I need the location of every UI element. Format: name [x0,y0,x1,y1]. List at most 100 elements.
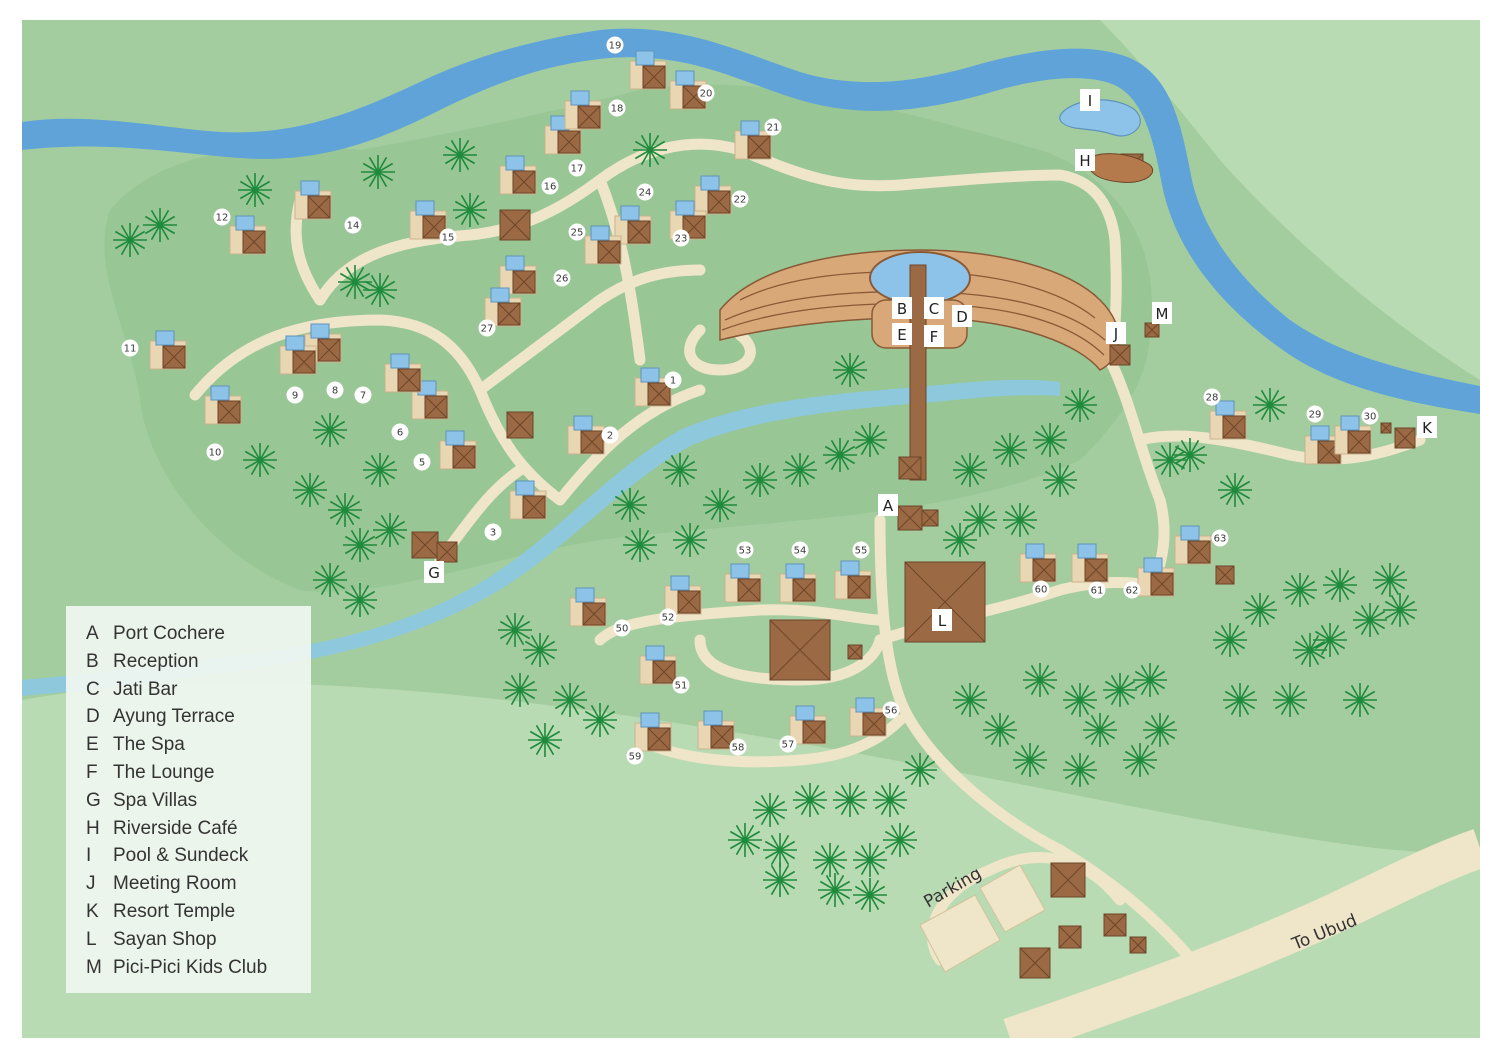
tree-icon [453,193,487,227]
villa-roof [1032,558,1056,582]
tree-icon [523,633,557,667]
villa-number-badge: 57 [779,735,797,753]
villa-roof [307,195,331,219]
villa-pool [515,480,535,496]
villa-roof [522,495,546,519]
villa-pool [210,385,230,401]
pool-sundeck-pool [1059,99,1141,137]
villa-number-badge: 60 [1032,580,1050,598]
villa-roof [1347,430,1371,454]
tree-icon [613,488,647,522]
facility-roof [411,531,439,559]
tree-icon [1143,713,1177,747]
villa-roof [292,350,316,374]
villa-roof [792,578,816,602]
tree-icon [1063,388,1097,422]
villa-roof [317,338,341,362]
tree-icon [1373,563,1407,597]
tree-icon [343,583,377,617]
tree-icon [833,783,867,817]
villa-number-badge: 62 [1123,581,1141,599]
tree-icon [343,528,377,562]
facility-roof [921,509,939,527]
tree-icon [1123,743,1157,777]
villa-roof [497,302,521,326]
villa-number: 30 [1364,412,1377,423]
tree-icon [1063,753,1097,787]
villa-number-badge: 9 [286,386,304,404]
villa-pool [1077,543,1097,559]
facility-roof [769,619,831,681]
tree-icon [293,473,327,507]
facility-roof [1144,322,1160,338]
villa-roof [802,720,826,744]
villa-number-badge: 18 [608,99,626,117]
facility-roof [1058,925,1082,949]
villa-pool [310,323,330,339]
villa-roof [217,400,241,424]
parking-lot [979,864,1046,933]
tree-icon [818,873,852,907]
villa-number: 24 [639,188,652,199]
villa-pool [840,560,860,576]
facility-marker: G [424,561,444,583]
facility-marker-letter: C [929,300,939,318]
tree-icon [1273,683,1307,717]
villa-pool [1143,557,1163,573]
villa-roof [162,345,186,369]
villa-pool [703,710,723,726]
tree-icon [623,528,657,562]
tree-layer [113,133,1417,912]
facility-marker-letter: H [1079,152,1090,170]
tree-icon [361,155,395,189]
tree-icon [1313,623,1347,657]
tree-icon [813,843,847,877]
villa-number: 12 [216,213,229,224]
tree-icon [1253,388,1287,422]
villa-roof [862,712,886,736]
tree-icon [583,703,617,737]
tree-icon [363,273,397,307]
tree-icon [953,453,987,487]
villa-number-badge: 56 [882,701,900,719]
tree-icon [1023,663,1057,697]
facility-roof [897,505,923,531]
villa-pool [285,335,305,351]
facility-marker: B [892,297,912,319]
villa-roof [424,395,448,419]
villa-pool [575,587,595,603]
villa-number: 28 [1206,393,1219,404]
tree-icon [633,133,667,167]
villa-pool [390,353,410,369]
tree-icon [823,438,857,472]
villa-number-badge: 17 [568,159,586,177]
villa-number: 11 [124,344,137,355]
facility-marker-letter: M [1156,305,1169,323]
tree-icon [1293,633,1327,667]
tree-icon [443,138,477,172]
villa-number: 26 [556,274,569,285]
villa-number-badge: 14 [344,216,362,234]
villa-number: 55 [855,546,868,557]
facility-marker-letter: J [1113,325,1118,343]
villa-layer [149,50,1416,979]
villa-roof [737,578,761,602]
facility-roof [506,411,534,439]
facility-roof [1129,936,1147,954]
villa-roof [512,270,536,294]
villa-pool [235,215,255,231]
tree-icon [243,443,277,477]
tree-icon [1133,663,1167,697]
facility-roof [1215,565,1235,585]
facility-marker-letter: E [897,326,906,344]
villa-number-badge: 54 [791,541,809,559]
facility-roof [1050,862,1086,898]
facility-marker-letter: F [930,328,939,346]
villa-number: 18 [611,104,624,115]
river [22,28,1480,415]
villa-pool [730,563,750,579]
villa-roof [647,727,671,751]
